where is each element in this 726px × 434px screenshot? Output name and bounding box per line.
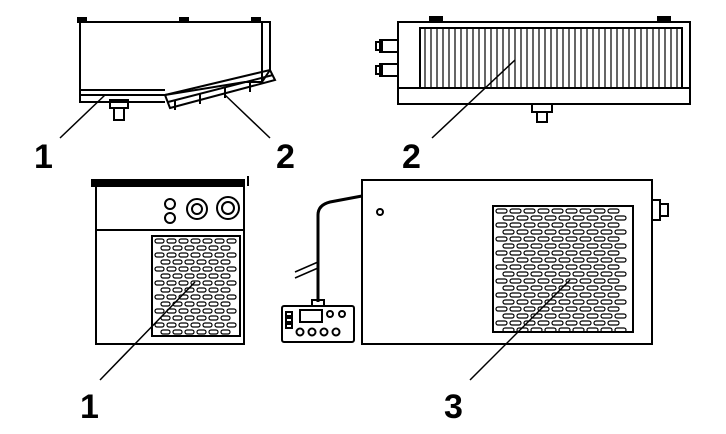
leader-line-top-right-2 bbox=[431, 59, 516, 139]
leader-line-bottom-right-3 bbox=[469, 279, 571, 381]
callout-bottom-right-unit: 3 bbox=[444, 388, 463, 426]
callout-top-left-unit: 1 bbox=[34, 138, 53, 176]
condensing-unit-small bbox=[91, 176, 249, 345]
callout-top-left-fan-panel: 2 bbox=[276, 138, 295, 176]
callout-bottom-left-unit: 1 bbox=[80, 388, 99, 426]
callout-top-right-coil: 2 bbox=[402, 138, 421, 176]
evaporator-front-view bbox=[375, 16, 691, 123]
evaporator-side-view bbox=[77, 17, 277, 121]
leader-line-top-left-1 bbox=[59, 94, 106, 139]
leader-line-bottom-left-1 bbox=[99, 281, 196, 381]
condensing-unit-large bbox=[361, 179, 669, 345]
leader-line-top-left-2 bbox=[224, 94, 271, 139]
remote-controller bbox=[281, 194, 363, 343]
